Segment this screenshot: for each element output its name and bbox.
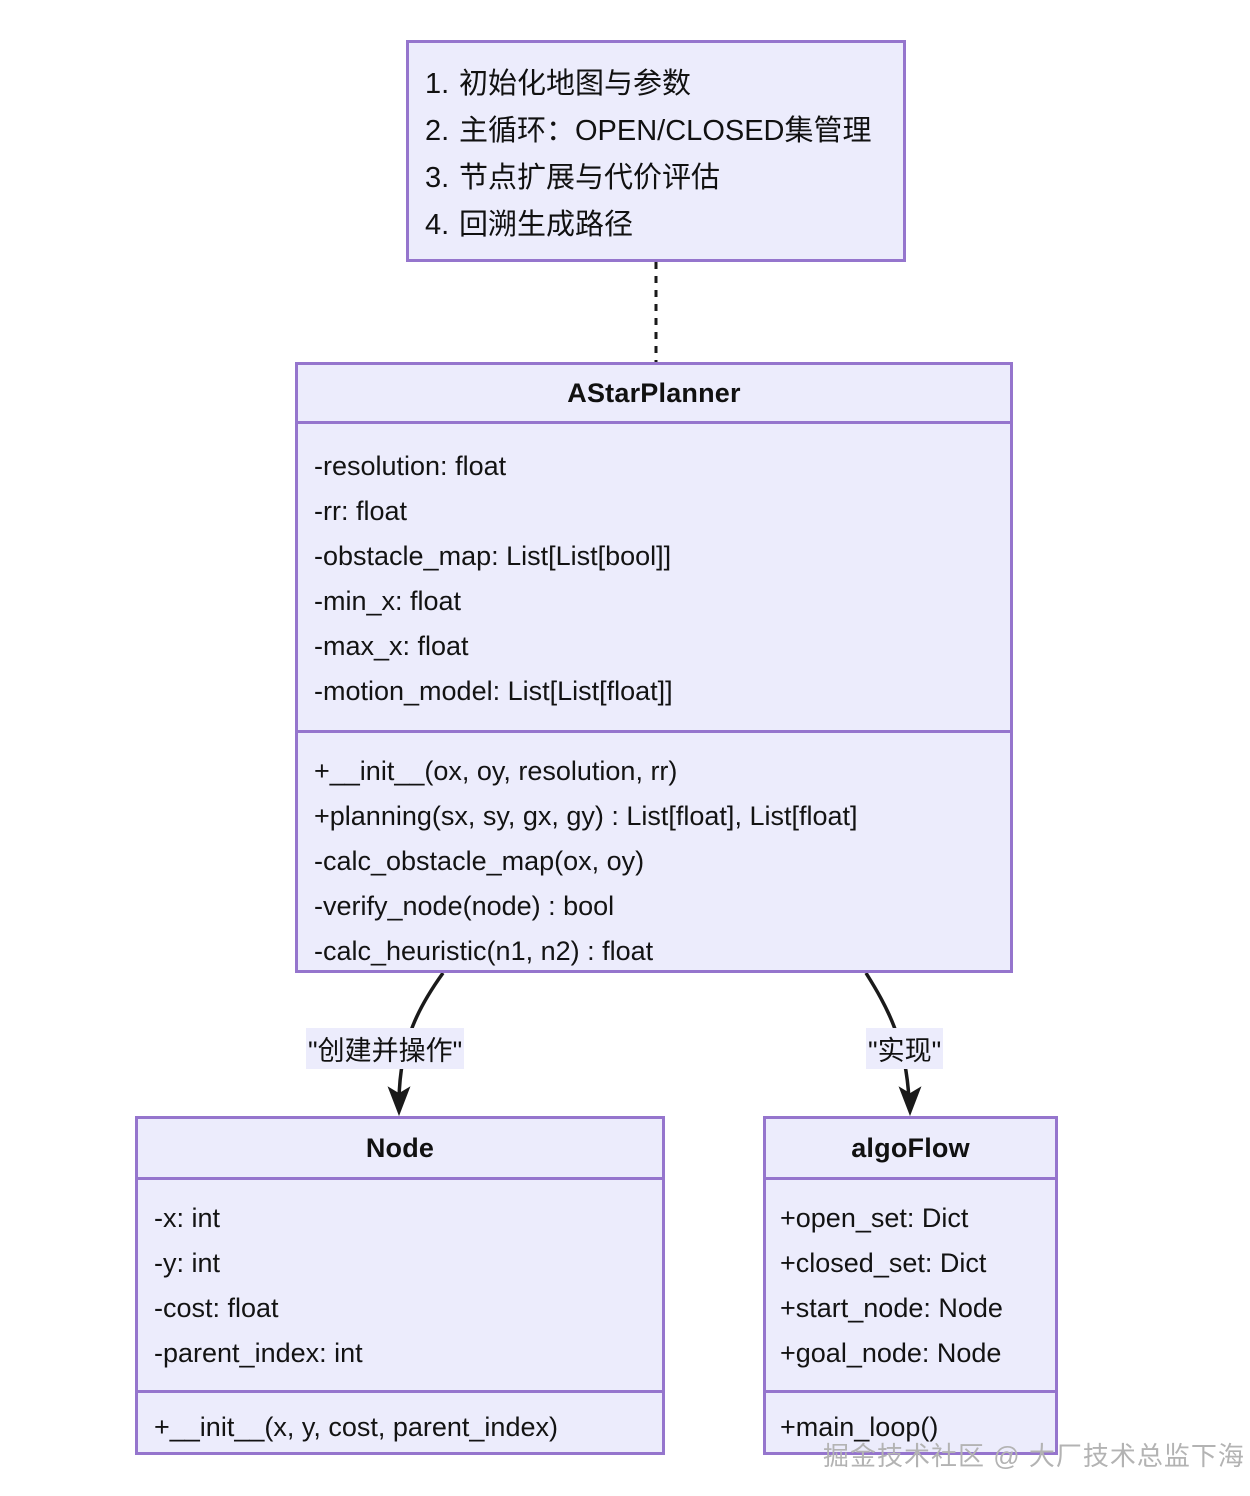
- class-attribute-row: -max_x: float: [314, 631, 469, 661]
- class-method-row: -calc_obstacle_map(ox, oy): [314, 846, 645, 876]
- class-title-algoflow: algoFlow: [851, 1133, 970, 1163]
- class-attributes-astarplanner: -resolution: float -rr: float -obstacle_…: [298, 421, 1010, 730]
- note-item: 2. 主循环：OPEN/CLOSED集管理: [409, 108, 903, 155]
- note-item-number: 3.: [425, 162, 450, 194]
- class-attribute-row: -y: int: [154, 1248, 221, 1278]
- class-attribute-row: -min_x: float: [314, 586, 462, 616]
- class-attribute-row: -resolution: float: [314, 451, 507, 481]
- note-item: 3. 节点扩展与代价评估: [409, 155, 903, 202]
- class-attribute-row: +goal_node: Node: [780, 1338, 1002, 1368]
- class-box-algoflow: algoFlow +open_set: Dict +closed_set: Di…: [763, 1116, 1058, 1455]
- class-method-row: -verify_node(node) : bool: [314, 891, 615, 921]
- class-method-row: +planning(sx, sy, gx, gy) : List[float],…: [314, 801, 858, 831]
- watermark-text: 掘金技术社区 @ 大厂技术总监下海: [823, 1441, 1245, 1471]
- class-attributes-node: -x: int -y: int -cost: float -parent_ind…: [138, 1177, 662, 1390]
- edge-astar-to-algoflow-arrowhead: [898, 1086, 922, 1117]
- class-method-row: +__init__(x, y, cost, parent_index): [154, 1412, 558, 1442]
- class-title-astarplanner: AStarPlanner: [567, 378, 741, 408]
- class-methods-algoflow: +main_loop(): [766, 1390, 1055, 1450]
- note-item-text: 主循环：OPEN/CLOSED集管理: [459, 115, 872, 147]
- class-attribute-row: -obstacle_map: List[List[bool]]: [314, 541, 672, 571]
- class-method-row: +__init__(ox, oy, resolution, rr): [314, 756, 678, 786]
- note-item-number: 1.: [425, 68, 450, 100]
- edge-astar-to-node-arrowhead: [387, 1086, 411, 1117]
- class-attribute-row: +start_node: Node: [780, 1293, 1003, 1323]
- edge-label-implements: "实现": [866, 1028, 944, 1069]
- note-item-text: 节点扩展与代价评估: [459, 162, 721, 194]
- class-methods-node: +__init__(x, y, cost, parent_index): [138, 1390, 662, 1450]
- note-item: 1. 初始化地图与参数: [409, 61, 903, 108]
- edge-label-create-and-operate: "创建并操作": [306, 1028, 465, 1069]
- class-box-node: Node -x: int -y: int -cost: float -paren…: [135, 1116, 665, 1455]
- class-attribute-row: -cost: float: [154, 1293, 279, 1323]
- class-method-row: -calc_heuristic(n1, n2) : float: [314, 936, 654, 966]
- note-item-text: 回溯生成路径: [459, 209, 634, 241]
- class-methods-astarplanner: +__init__(ox, oy, resolution, rr) +plann…: [298, 730, 1010, 990]
- class-attribute-row: -x: int: [154, 1203, 221, 1233]
- note-item-number: 2.: [425, 115, 450, 147]
- note-item-number: 4.: [425, 209, 450, 241]
- class-attribute-row: -rr: float: [314, 496, 408, 526]
- class-box-astarplanner: AStarPlanner -resolution: float -rr: flo…: [295, 362, 1013, 973]
- algorithm-steps-note: 1. 初始化地图与参数 2. 主循环：OPEN/CLOSED集管理 3. 节点扩展与代…: [406, 40, 906, 262]
- class-attribute-row: +open_set: Dict: [780, 1203, 969, 1233]
- note-item: 4. 回溯生成路径: [409, 202, 903, 249]
- class-attribute-row: -parent_index: int: [154, 1338, 363, 1368]
- class-method-row: +main_loop(): [780, 1412, 939, 1442]
- class-attribute-row: -motion_model: List[List[float]]: [314, 676, 673, 706]
- class-attribute-row: +closed_set: Dict: [780, 1248, 987, 1278]
- note-item-text: 初始化地图与参数: [459, 68, 692, 100]
- class-title-node: Node: [365, 1133, 435, 1163]
- class-attributes-algoflow: +open_set: Dict +closed_set: Dict +start…: [766, 1177, 1055, 1390]
